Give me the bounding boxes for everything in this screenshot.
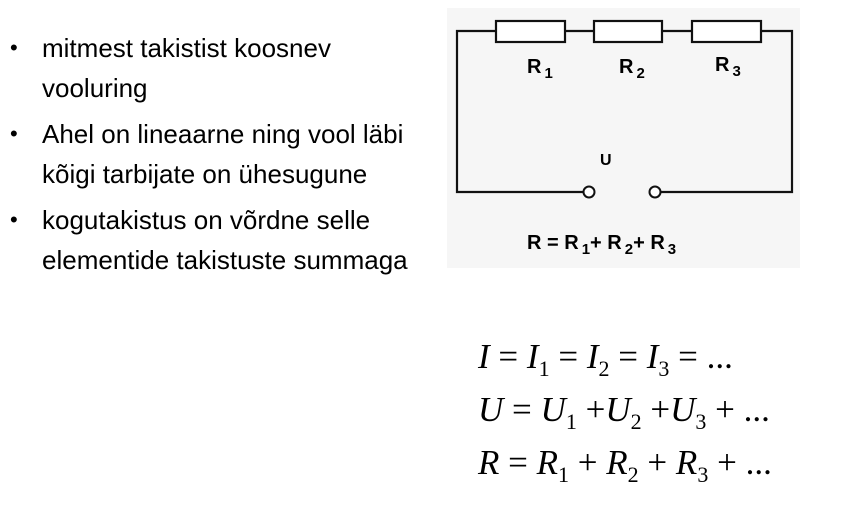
bullet-text: mitmest takistist koosnev vooluring <box>42 33 331 103</box>
resistor-r3 <box>690 19 763 44</box>
bullet-item: • Ahel on lineaarne ning vool läbi kõigi … <box>8 114 408 194</box>
equations: I = I1 = I2 = I3 = ... U = U1 +U2 +U3 + … <box>478 330 772 489</box>
bullet-text: Ahel on lineaarne ning vool läbi kõigi t… <box>42 119 404 189</box>
bullet-list: • mitmest takistist koosnev vooluring • Ah… <box>8 28 408 286</box>
bullet-icon: • <box>10 121 18 146</box>
bullet-icon: • <box>10 207 18 232</box>
bullet-item: • mitmest takistist koosnev vooluring <box>8 28 408 108</box>
label-voltage: U <box>600 152 612 169</box>
terminal-left <box>582 185 596 199</box>
wire-right <box>660 29 794 194</box>
terminal-right <box>648 185 662 199</box>
equation-current: I = I1 = I2 = I3 = ... <box>478 337 733 381</box>
circuit-wires <box>455 19 794 199</box>
bullet-item: • kogutakistus on võrdne selle elementide… <box>8 200 408 280</box>
bullet-icon: • <box>10 35 18 60</box>
wire-left <box>455 29 583 194</box>
equation-resistance: R = R1 + R2 + R3 + ... <box>478 443 772 487</box>
resistor-r1 <box>494 19 567 44</box>
equation-voltage: U = U1 +U2 +U3 + ... <box>478 390 770 434</box>
bullet-text: kogutakistus on võrdne selle elementide … <box>42 205 408 275</box>
resistor-r2 <box>592 19 664 44</box>
